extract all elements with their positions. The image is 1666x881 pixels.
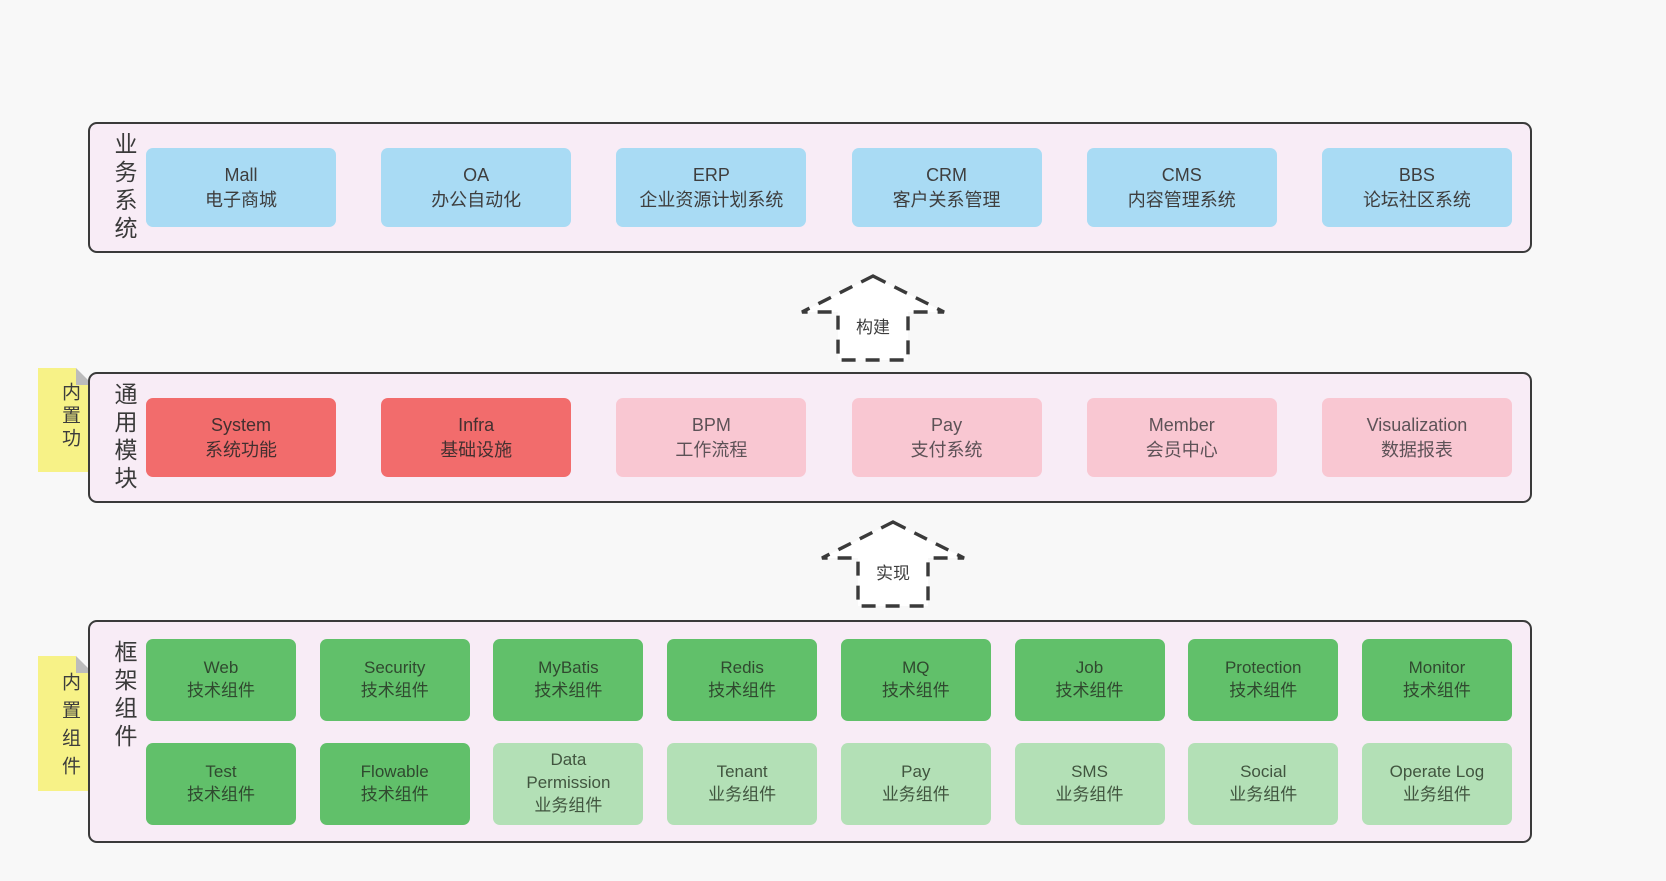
box-flowable: Flowable 技术组件 <box>319 742 470 825</box>
sticky-note-built-in-features: 内置功能 <box>38 368 107 472</box>
box-erp: ERP 企业资源计划系统 <box>616 148 807 227</box>
box-visualization: Visualization 数据报表 <box>1321 398 1512 477</box>
box-bpm: BPM 工作流程 <box>616 398 807 477</box>
framework-components-panel: 框架组件 Web 技术组件 Security 技术组件 MyBatis 技术组件… <box>88 620 1532 843</box>
box-oa: OA 办公自动化 <box>381 148 572 227</box>
box-bbs: BBS 论坛社区系统 <box>1321 148 1512 227</box>
box-protection: Protection 技术组件 <box>1188 638 1339 721</box>
box-mybatis: MyBatis 技术组件 <box>493 638 644 721</box>
implement-arrow-label: 实现 <box>872 558 914 585</box>
box-sms: SMS 业务组件 <box>1014 742 1165 825</box>
box-mall: Mall 电子商城 <box>146 148 336 227</box>
box-redis: Redis 技术组件 <box>667 638 818 721</box>
box-mq: MQ 技术组件 <box>840 638 991 721</box>
business-systems-panel: 业务系统 Mall 电子商城 OA 办公自动化 ERP 企业资源计划系统 CRM… <box>88 122 1532 253</box>
box-job: Job 技术组件 <box>1014 638 1165 721</box>
box-operate-log: Operate Log 业务组件 <box>1361 742 1512 825</box>
box-pay-biz: Pay 业务组件 <box>840 742 991 825</box>
panel-label-framework-components: 框架组件 <box>111 640 137 752</box>
panel-label-business-systems: 业务系统 <box>111 132 137 244</box>
box-member: Member 会员中心 <box>1086 398 1277 477</box>
implement-arrow: 实现 <box>818 516 968 608</box>
box-web: Web 技术组件 <box>146 638 296 721</box>
components-row-2: Test 技术组件 Flowable 技术组件 Data Permission … <box>146 742 1512 825</box>
build-arrow-label: 构建 <box>852 312 894 339</box>
box-data-permission: Data Permission 业务组件 <box>493 742 644 825</box>
panel-label-common-modules: 通用模块 <box>111 382 137 494</box>
common-modules-row: System 系统功能 Infra 基础设施 BPM 工作流程 Pay 支付系统… <box>144 374 1530 501</box>
business-systems-row: Mall 电子商城 OA 办公自动化 ERP 企业资源计划系统 CRM 客户关系… <box>144 124 1530 251</box>
framework-components-grid: Web 技术组件 Security 技术组件 MyBatis 技术组件 Redi… <box>144 622 1530 841</box>
box-monitor: Monitor 技术组件 <box>1361 638 1512 721</box>
common-modules-panel: 通用模块 System 系统功能 Infra 基础设施 BPM 工作流程 Pay… <box>88 372 1532 503</box>
box-system: System 系统功能 <box>146 398 336 477</box>
sticky-note-built-in-components: 内置组件 <box>38 656 93 791</box>
build-arrow: 构建 <box>798 270 948 362</box>
box-security: Security 技术组件 <box>319 638 470 721</box>
box-cms: CMS 内容管理系统 <box>1086 148 1277 227</box>
box-pay: Pay 支付系统 <box>851 398 1042 477</box>
box-infra: Infra 基础设施 <box>381 398 572 477</box>
box-crm: CRM 客户关系管理 <box>851 148 1042 227</box>
box-social: Social 业务组件 <box>1188 742 1339 825</box>
components-row-1: Web 技术组件 Security 技术组件 MyBatis 技术组件 Redi… <box>146 638 1512 721</box>
box-tenant: Tenant 业务组件 <box>667 742 818 825</box>
box-test: Test 技术组件 <box>146 742 296 825</box>
